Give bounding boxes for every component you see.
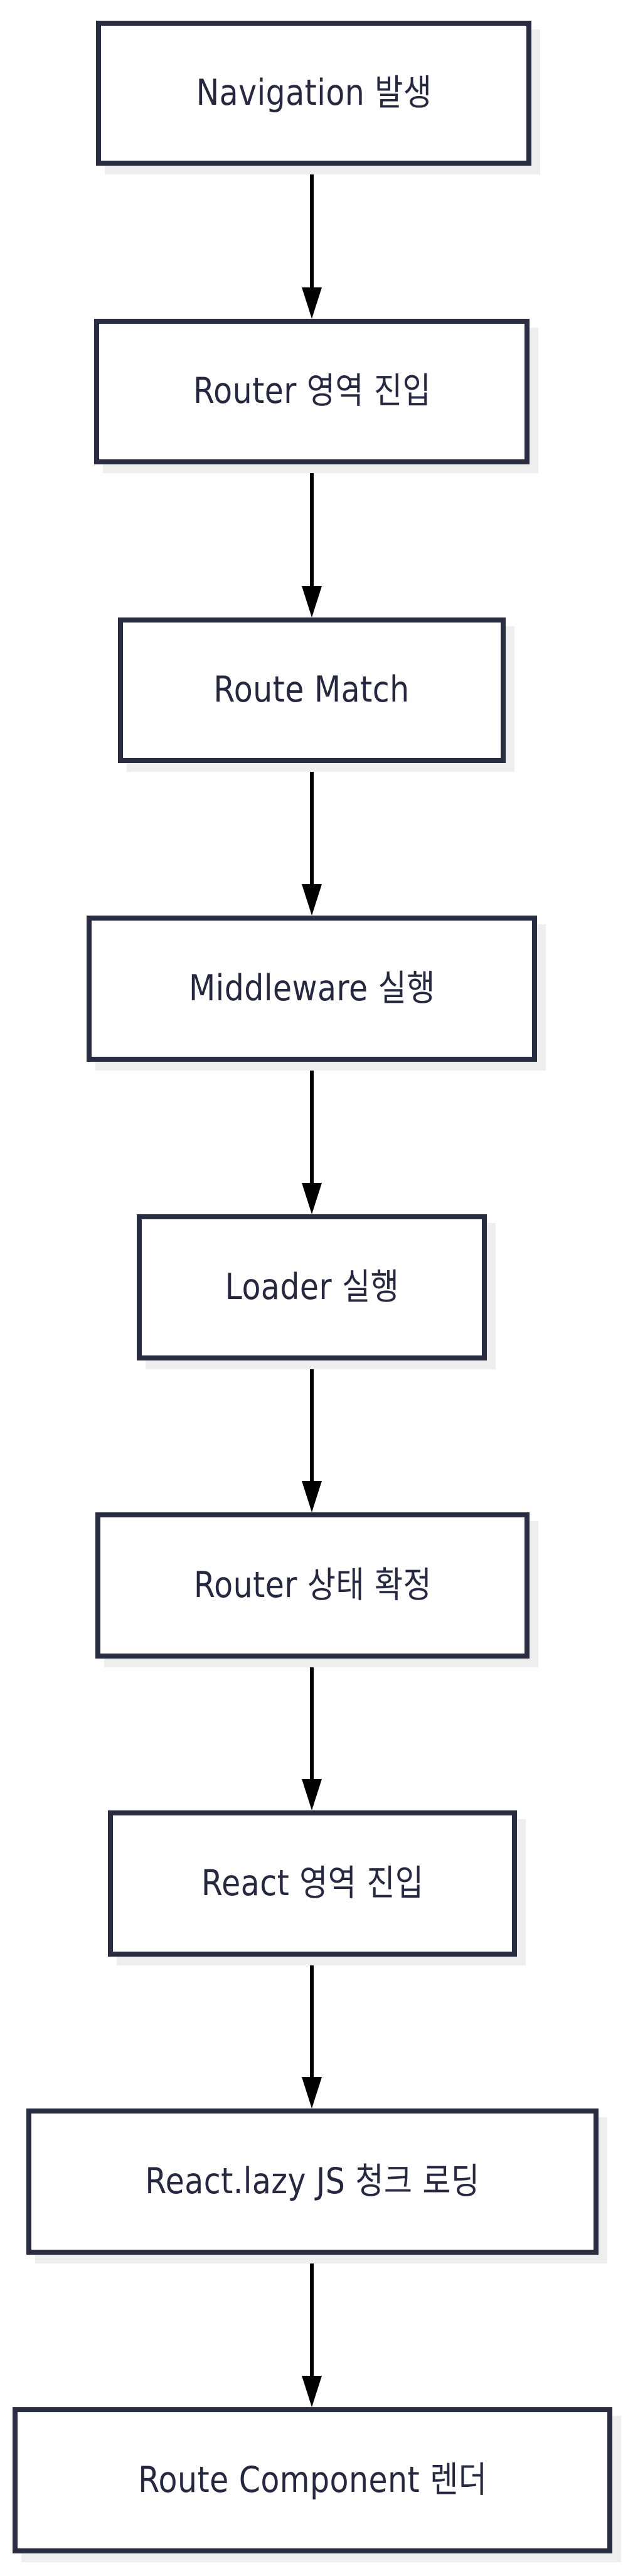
flow-node-label: Navigation 발생: [196, 72, 432, 114]
flow-node-label: Loader 실행: [225, 1266, 399, 1308]
flow-node[interactable]: React.lazy JS 청크 로딩: [26, 2108, 599, 2255]
arrow-head-icon: [302, 1779, 322, 1810]
flow-node[interactable]: Router 영역 진입: [94, 319, 530, 464]
flow-arrow: [302, 464, 322, 617]
arrow-head-icon: [302, 287, 322, 319]
flow-node[interactable]: Route Component 렌더: [13, 2407, 612, 2553]
flow-arrow: [302, 2255, 322, 2407]
flow-node[interactable]: React 영역 진입: [108, 1810, 517, 1957]
arrow-shaft: [310, 763, 314, 884]
flow-arrow: [302, 1957, 322, 2108]
flow-node-label: React 영역 진입: [201, 1862, 424, 1904]
flow-arrow: [302, 166, 322, 319]
flow-node[interactable]: Router 상태 확정: [95, 1512, 530, 1659]
flow-node[interactable]: Middleware 실행: [87, 916, 537, 1062]
flow-node-label: Middleware 실행: [188, 967, 435, 1009]
flow-node-label: Router 영역 진입: [193, 370, 431, 412]
arrow-head-icon: [302, 1183, 322, 1214]
flow-arrow: [302, 1360, 322, 1512]
flow-node[interactable]: Navigation 발생: [96, 21, 531, 166]
flow-arrow: [302, 1062, 322, 1214]
flow-arrow: [302, 1659, 322, 1810]
arrow-head-icon: [302, 586, 322, 617]
flow-node[interactable]: Loader 실행: [137, 1214, 487, 1360]
arrow-shaft: [310, 166, 314, 287]
flow-arrow: [302, 763, 322, 916]
arrow-head-icon: [302, 2376, 322, 2407]
arrow-shaft: [310, 464, 314, 586]
arrow-shaft: [310, 1062, 314, 1183]
arrow-head-icon: [302, 884, 322, 916]
arrow-shaft: [310, 1957, 314, 2077]
arrow-shaft: [310, 1659, 314, 1779]
arrow-head-icon: [302, 1481, 322, 1512]
arrow-shaft: [310, 2255, 314, 2376]
flow-node[interactable]: Route Match: [118, 617, 506, 763]
arrow-shaft: [310, 1360, 314, 1481]
arrow-head-icon: [302, 2077, 322, 2108]
flow-node-label: Route Component 렌더: [137, 2459, 487, 2501]
flow-node-label: React.lazy JS 청크 로딩: [145, 2160, 480, 2202]
flow-node-label: Router 상태 확정: [193, 1564, 432, 1606]
flow-node-label: Route Match: [213, 669, 410, 711]
